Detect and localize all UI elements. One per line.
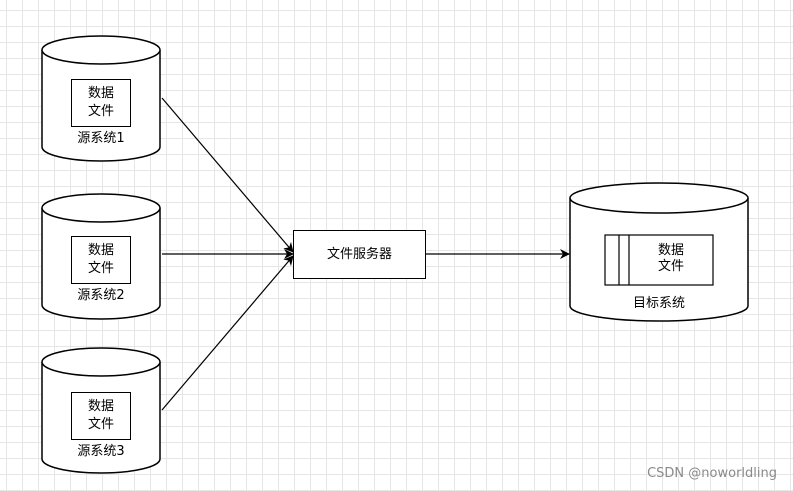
file-server-box: 文件服务器 (293, 230, 426, 279)
arrow-source3-to-server (161, 255, 294, 411)
source-3-data-file-box: 数据 文件 (71, 392, 131, 440)
watermark: CSDN @noworldling (647, 466, 777, 481)
source-1-system-label: 源系统1 (77, 131, 125, 146)
source-3-system-label: 源系统3 (77, 444, 125, 459)
source-2-data-file-box: 数据 文件 (71, 236, 131, 284)
source-1-data-file-box: 数据 文件 (71, 79, 131, 127)
target-system-label: 目标系统 (632, 296, 685, 311)
target-file-icon (604, 234, 714, 286)
source-2-system-label: 源系统2 (77, 288, 125, 303)
target-data-file-label: 数据 文件 (657, 243, 684, 274)
arrow-source1-to-server (161, 97, 294, 253)
